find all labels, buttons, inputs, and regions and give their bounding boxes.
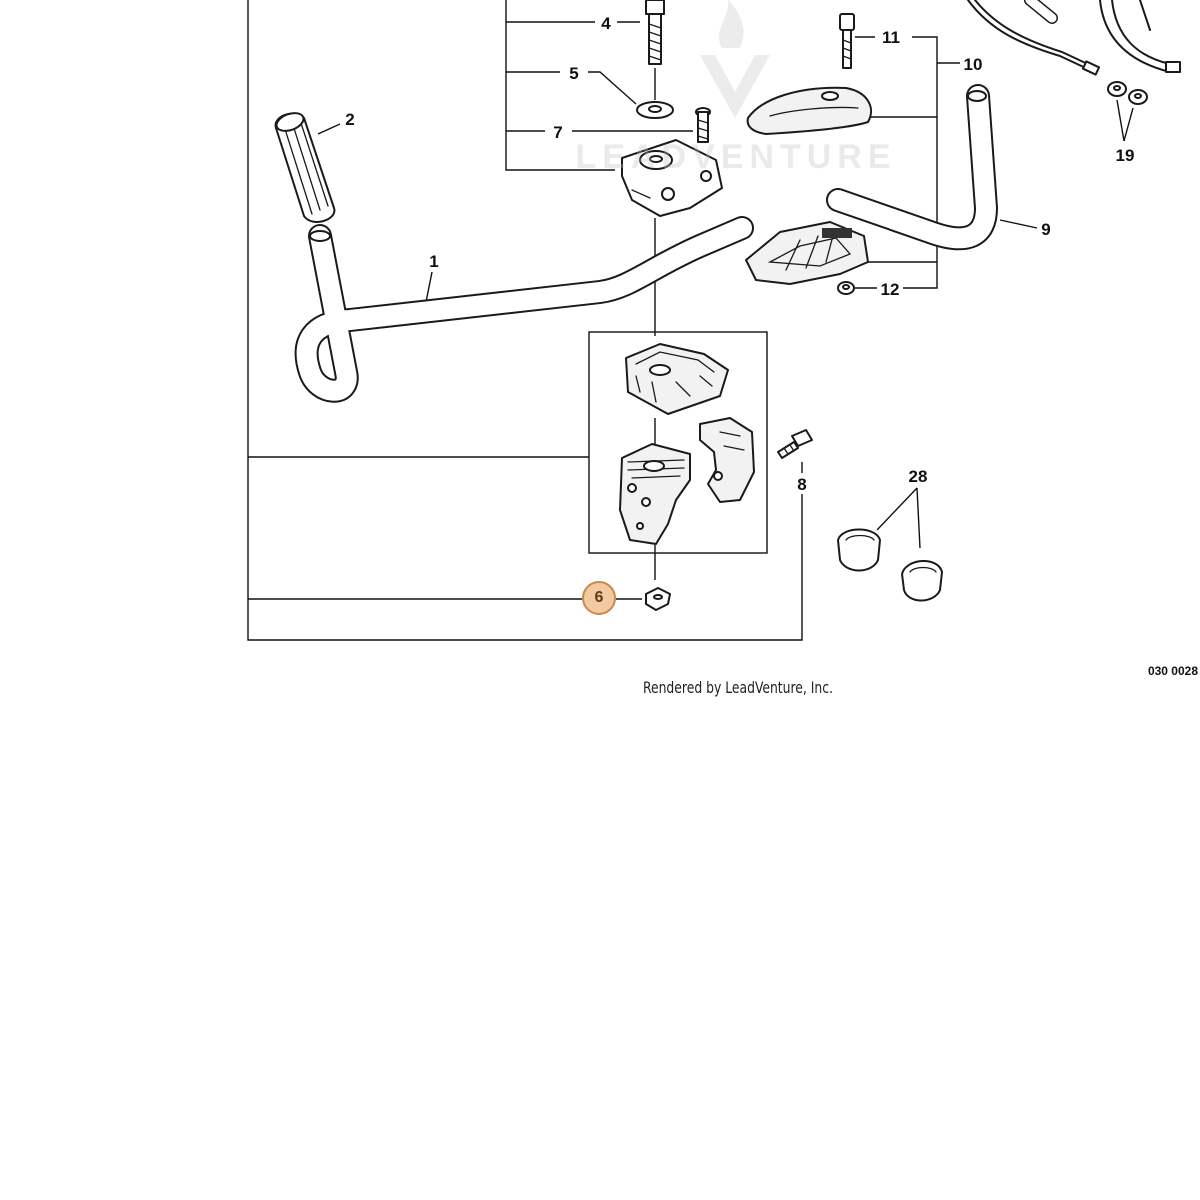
callout-5[interactable]: 5: [569, 64, 578, 83]
watermark-text: LEADVENTURE: [575, 138, 897, 176]
drawing-code: 030 0028: [1147, 664, 1198, 678]
handlebar-part-1: [294, 216, 754, 403]
nut-part-12: [837, 281, 855, 295]
callout-28[interactable]: 28: [909, 467, 928, 486]
callout-6-highlighted[interactable]: 6: [582, 581, 616, 615]
callout-10[interactable]: 10: [964, 55, 983, 74]
bolt-part-4: [645, 0, 665, 65]
screw-part-11: [839, 13, 855, 69]
callout-9[interactable]: 9: [1041, 220, 1050, 239]
cover-part-10: [746, 86, 873, 135]
clip-part-28-a: [837, 528, 881, 572]
nut-part-6: [645, 587, 671, 611]
clip-part-28-b: [901, 559, 943, 602]
callout-12[interactable]: 12: [881, 280, 900, 299]
callout-7[interactable]: 7: [553, 123, 562, 142]
callout-1[interactable]: 1: [429, 252, 438, 271]
top-clamp-block: [621, 139, 723, 217]
watermark-logo: [700, 0, 770, 118]
callout-19[interactable]: 19: [1116, 146, 1135, 165]
washer-part-5: [636, 101, 674, 119]
callout-6-label: 6: [594, 589, 604, 606]
lower-housing-part-10: [745, 221, 869, 285]
callout-4[interactable]: 4: [601, 14, 611, 33]
cables: [967, 0, 1181, 76]
handle-part-9: [826, 84, 998, 251]
screw-part-8: [777, 429, 813, 459]
screw-part-7: [695, 107, 711, 143]
callout-2[interactable]: 2: [345, 110, 354, 129]
clamp-lower-half: [619, 443, 691, 545]
grip-part-2: [274, 112, 336, 223]
callout-11[interactable]: 11: [882, 28, 900, 47]
callouts: 1 2 4 5 7 8 9 10 11 12 19 28: [345, 14, 1134, 494]
clamp-upper-half: [625, 343, 729, 415]
clamp-side-bracket: [699, 417, 755, 503]
credit-text: Rendered by LeadVenture, Inc.: [642, 678, 834, 697]
callout-8[interactable]: 8: [797, 475, 806, 494]
nut-part-19: [1107, 81, 1148, 105]
